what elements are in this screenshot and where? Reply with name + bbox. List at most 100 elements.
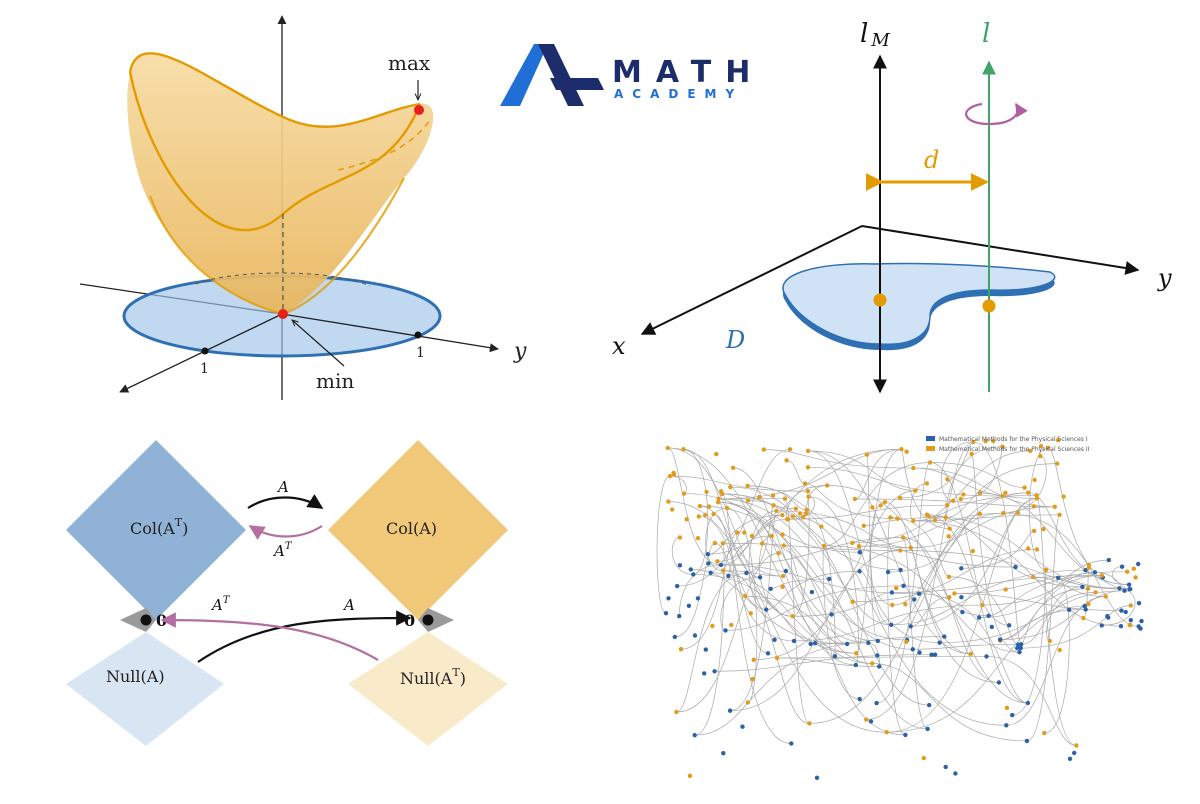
graph-node	[693, 733, 697, 737]
graph-node	[947, 575, 951, 579]
graph-node	[1124, 610, 1128, 614]
graph-node	[782, 543, 786, 547]
graph-edge	[913, 495, 1036, 520]
graph-edge	[675, 543, 715, 637]
graph-node	[874, 701, 878, 705]
graph-node	[889, 623, 893, 627]
null-at-region	[348, 632, 508, 746]
graph-node	[714, 452, 718, 456]
y-axis-label: y	[513, 339, 527, 364]
graph-node	[666, 446, 670, 450]
graph-node	[1100, 623, 1104, 627]
graph-node	[858, 697, 862, 701]
graph-node	[791, 614, 795, 618]
graph-node	[678, 563, 682, 567]
graph-node	[668, 474, 672, 478]
arrow-a-top	[248, 498, 322, 509]
graph-edge	[885, 502, 971, 654]
graph-node	[895, 517, 899, 521]
graph-node	[785, 517, 789, 521]
arrow-a-bottom	[198, 618, 410, 662]
graph-node	[804, 508, 808, 512]
x-axis-label: x	[612, 332, 626, 360]
graph-node	[780, 513, 784, 517]
graph-node	[998, 637, 1002, 641]
graph-node	[791, 514, 795, 518]
graph-node	[691, 572, 695, 576]
graph-node	[1104, 594, 1108, 598]
graph-node	[702, 671, 706, 675]
graph-node	[944, 515, 948, 519]
graph-node	[771, 493, 775, 497]
graph-edge	[877, 462, 931, 703]
four-subspaces-diagram: Col(AT) Col(A) Null(A) Null(AT) 0 0 A AT…	[0, 420, 560, 800]
graph-node	[933, 518, 937, 522]
arrow-a-top-label: A	[276, 478, 289, 496]
graph-node	[1107, 558, 1111, 562]
graph-node	[1093, 570, 1097, 574]
graph-node	[978, 512, 982, 516]
null-a-region	[66, 632, 224, 746]
graph-node	[723, 628, 727, 632]
graph-node	[1080, 585, 1084, 589]
graph-node	[1093, 590, 1097, 594]
graph-edge	[859, 546, 1016, 567]
graph-node	[912, 597, 916, 601]
legend-label-2: Mathematical Methods for the Physical Sc…	[939, 446, 1090, 453]
graph-node	[951, 499, 955, 503]
graph-node	[780, 532, 784, 536]
graph-node	[774, 509, 778, 513]
graph-node	[904, 640, 908, 644]
graph-node	[1127, 583, 1131, 587]
graph-node	[678, 535, 682, 539]
graph-node	[1136, 562, 1140, 566]
graph-node	[877, 664, 881, 668]
graph-node	[1139, 619, 1143, 623]
y-tick-label: 1	[416, 345, 425, 361]
graph-node	[911, 519, 915, 523]
graph-node	[990, 625, 994, 629]
graph-node	[888, 515, 892, 519]
graph-node	[879, 503, 883, 507]
graph-node	[762, 447, 766, 451]
graph-node	[1074, 743, 1078, 747]
graph-node	[681, 447, 685, 451]
graph-node	[706, 552, 710, 556]
graph-edge	[1006, 597, 1105, 726]
graph-node	[769, 587, 773, 591]
graph-node	[890, 603, 894, 607]
graph-node	[707, 504, 711, 508]
graph-node	[674, 710, 678, 714]
graph-edge	[913, 644, 1021, 649]
graph-node	[862, 524, 866, 528]
min-label: min	[316, 369, 354, 393]
graph-node	[1137, 624, 1141, 628]
graph-node	[735, 530, 739, 534]
graph-node	[788, 447, 792, 451]
graph-node	[1016, 643, 1020, 647]
graph-node	[825, 483, 829, 487]
graph-node	[728, 709, 732, 713]
graph-edge	[911, 483, 927, 520]
graph-node	[1127, 587, 1131, 591]
graph-node	[894, 586, 898, 590]
graph-node	[750, 534, 754, 538]
x-tick-point	[202, 348, 209, 355]
graph-node	[726, 574, 730, 578]
graph-edge	[986, 656, 1076, 745]
graph-node	[1129, 618, 1133, 622]
graph-node	[913, 488, 917, 492]
graph-node	[829, 612, 833, 616]
graph-node	[969, 652, 973, 656]
graph-node	[806, 495, 810, 499]
arrow-at-bottom	[162, 620, 378, 660]
graph-node	[898, 548, 902, 552]
graph-node	[870, 505, 874, 509]
graph-node	[697, 514, 701, 518]
graph-node	[909, 546, 913, 550]
graph-node	[1061, 494, 1065, 498]
graph-node	[903, 602, 907, 606]
graph-node	[715, 559, 719, 563]
graph-node	[942, 634, 946, 638]
